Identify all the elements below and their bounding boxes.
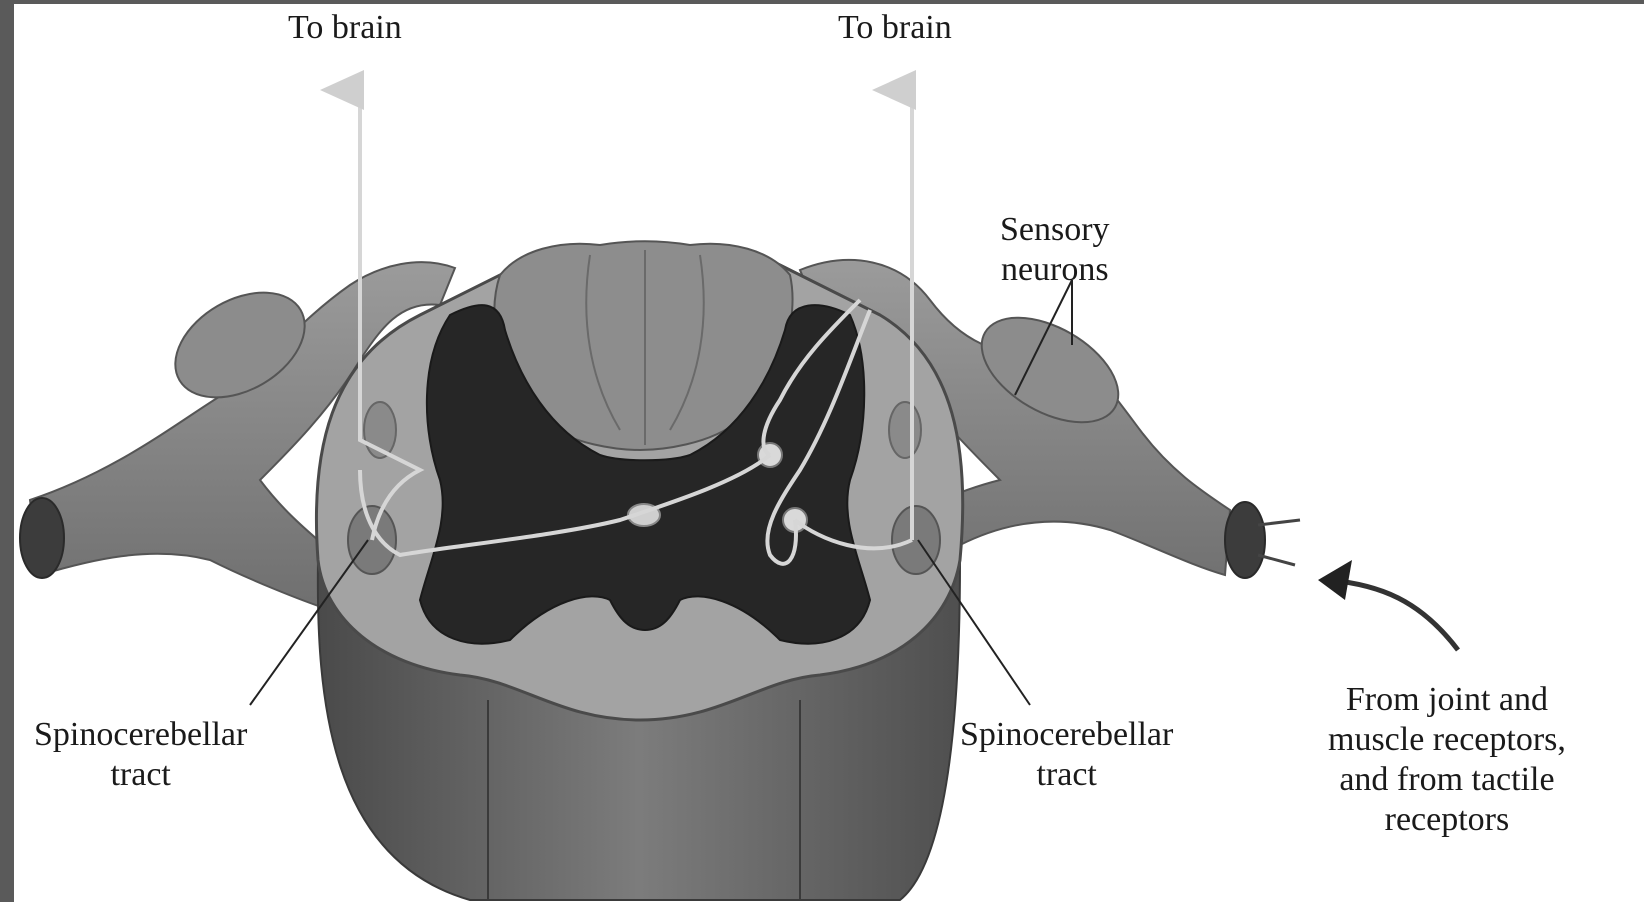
frame-top [0, 0, 1644, 4]
to-brain-label-right: To brain [838, 8, 952, 48]
right-nerve-cut-end [1225, 502, 1265, 578]
spinocerebellar-tract-label-left: Spinocerebellar tract [34, 715, 247, 795]
sensory-neurons-label: Sensory neurons [1000, 210, 1110, 290]
frame-left [0, 0, 14, 902]
left-nerve-cut-end [20, 498, 64, 578]
receptor-input-arrow-shaft [1330, 580, 1458, 650]
receptor-input-arrow-head [1318, 560, 1352, 600]
right-nerve-fiber-lower [1258, 555, 1295, 565]
receptors-source-label: From joint and muscle receptors, and fro… [1328, 680, 1566, 840]
spinocerebellar-tract-label-right: Spinocerebellar tract [960, 715, 1173, 795]
to-brain-label-left: To brain [288, 8, 402, 48]
right-spinocerebellar-tract-region [892, 506, 940, 574]
right-nerve-fiber-upper [1258, 520, 1300, 525]
